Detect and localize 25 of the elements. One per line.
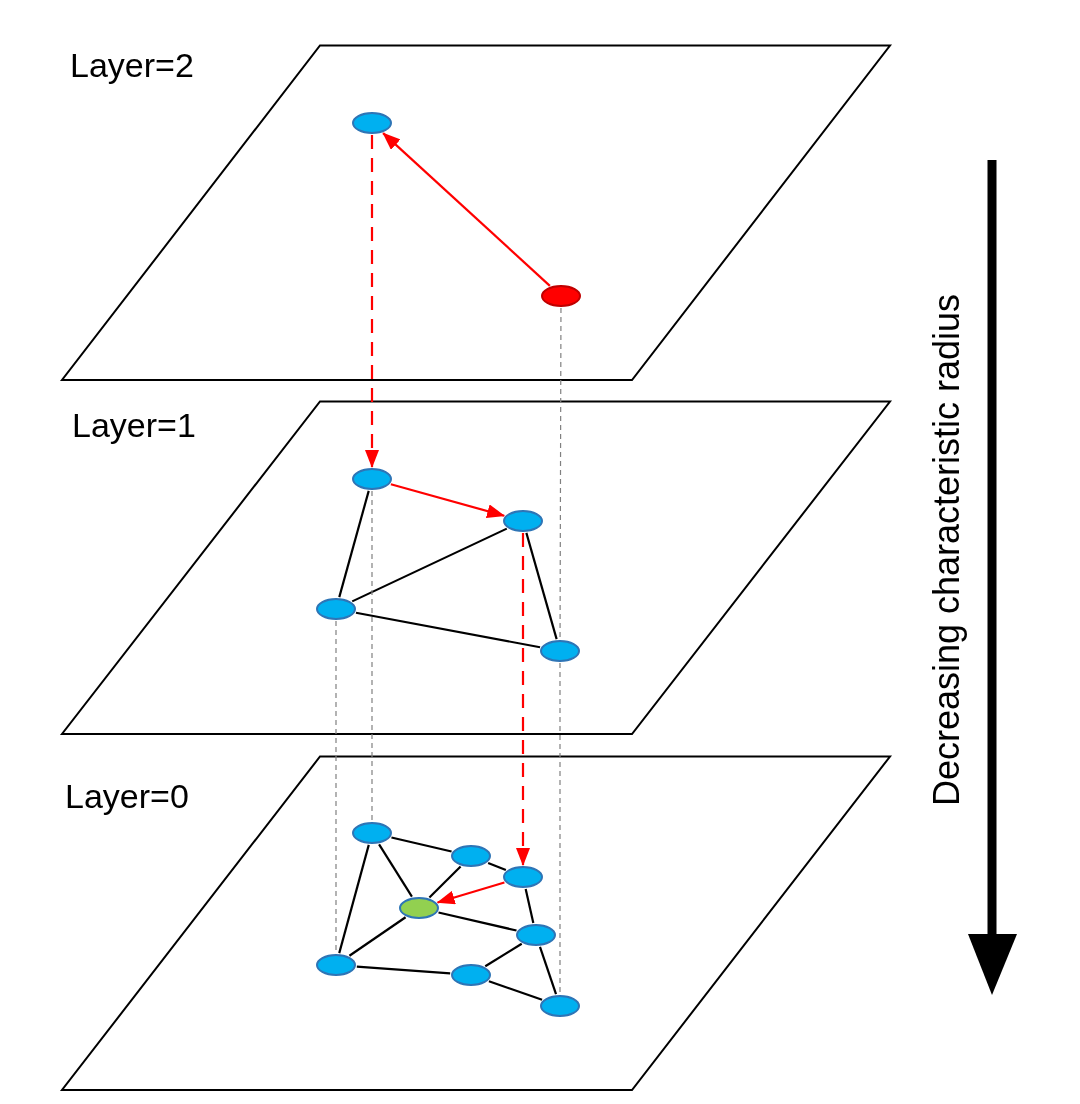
connector-line	[488, 980, 543, 1001]
connector-line	[428, 865, 462, 899]
connector-line	[355, 611, 541, 649]
connector-line	[338, 844, 370, 954]
axis-label: Decreasing characteristic radius	[925, 293, 968, 807]
arrow	[382, 132, 551, 287]
connector-line	[348, 916, 407, 957]
connector-line	[487, 861, 507, 872]
connector-line	[391, 836, 452, 853]
connector-line	[559, 307, 562, 640]
connector-line	[371, 490, 373, 822]
arrow	[390, 483, 506, 518]
connector-line	[351, 527, 508, 603]
connector-line	[524, 888, 535, 924]
arrow	[436, 881, 505, 905]
connector-line	[484, 942, 523, 968]
connector-line	[559, 662, 561, 995]
connector-line	[538, 946, 558, 995]
arrow	[365, 135, 379, 468]
connector-line	[438, 911, 517, 932]
connector-line	[378, 843, 413, 898]
arrow	[516, 533, 530, 866]
connector-line	[525, 532, 558, 640]
connector-line	[338, 490, 370, 598]
connector-line	[356, 965, 451, 975]
